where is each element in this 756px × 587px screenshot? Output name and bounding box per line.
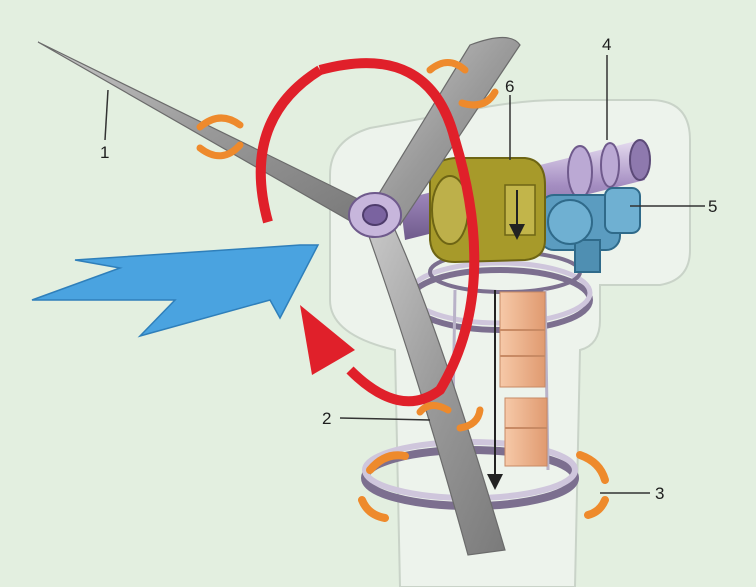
generator [539,187,641,273]
wind-arrow-icon [31,244,320,338]
label-6: 6 [505,77,514,96]
label-2: 2 [322,409,331,428]
leader-lines [104,55,705,494]
label-4: 4 [602,35,611,54]
pitch-arrow-icon-top [426,59,499,109]
rotation-arrow-icon [255,58,480,407]
brake-pads [499,291,548,467]
gear-casing [429,157,546,264]
yaw-arrow-icon-right [576,451,609,519]
label-1: 1 [100,143,109,162]
pitch-arrow-icon [196,114,244,160]
rotor-hub [348,192,402,238]
yaw-arrow-icon-left [358,451,409,522]
label-5: 5 [708,197,717,216]
yaw-arrow-icon-middle [416,402,484,432]
label-3: 3 [655,484,664,503]
